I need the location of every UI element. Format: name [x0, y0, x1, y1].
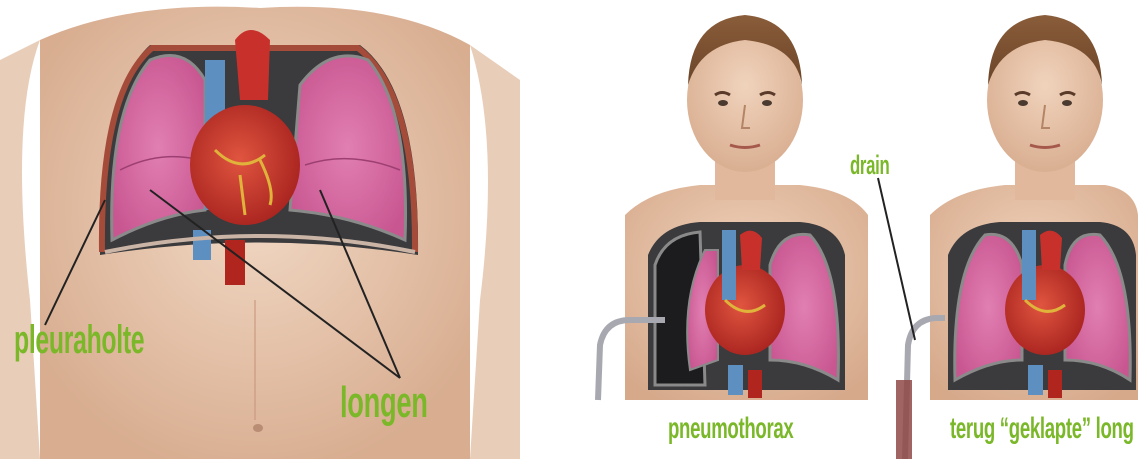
label-pleuraholte: pleuraholte	[14, 318, 144, 363]
reexpanded-figure	[878, 15, 1138, 459]
pointer-drain	[878, 178, 915, 340]
label-pneumothorax: pneumothorax	[668, 412, 793, 446]
label-longen: longen	[340, 378, 428, 428]
torso-overview	[0, 7, 520, 459]
label-terug-geklapte-long: terug “geklapte” long	[950, 412, 1134, 446]
pneumothorax-figure	[598, 15, 868, 400]
label-drain: drain	[850, 150, 889, 181]
